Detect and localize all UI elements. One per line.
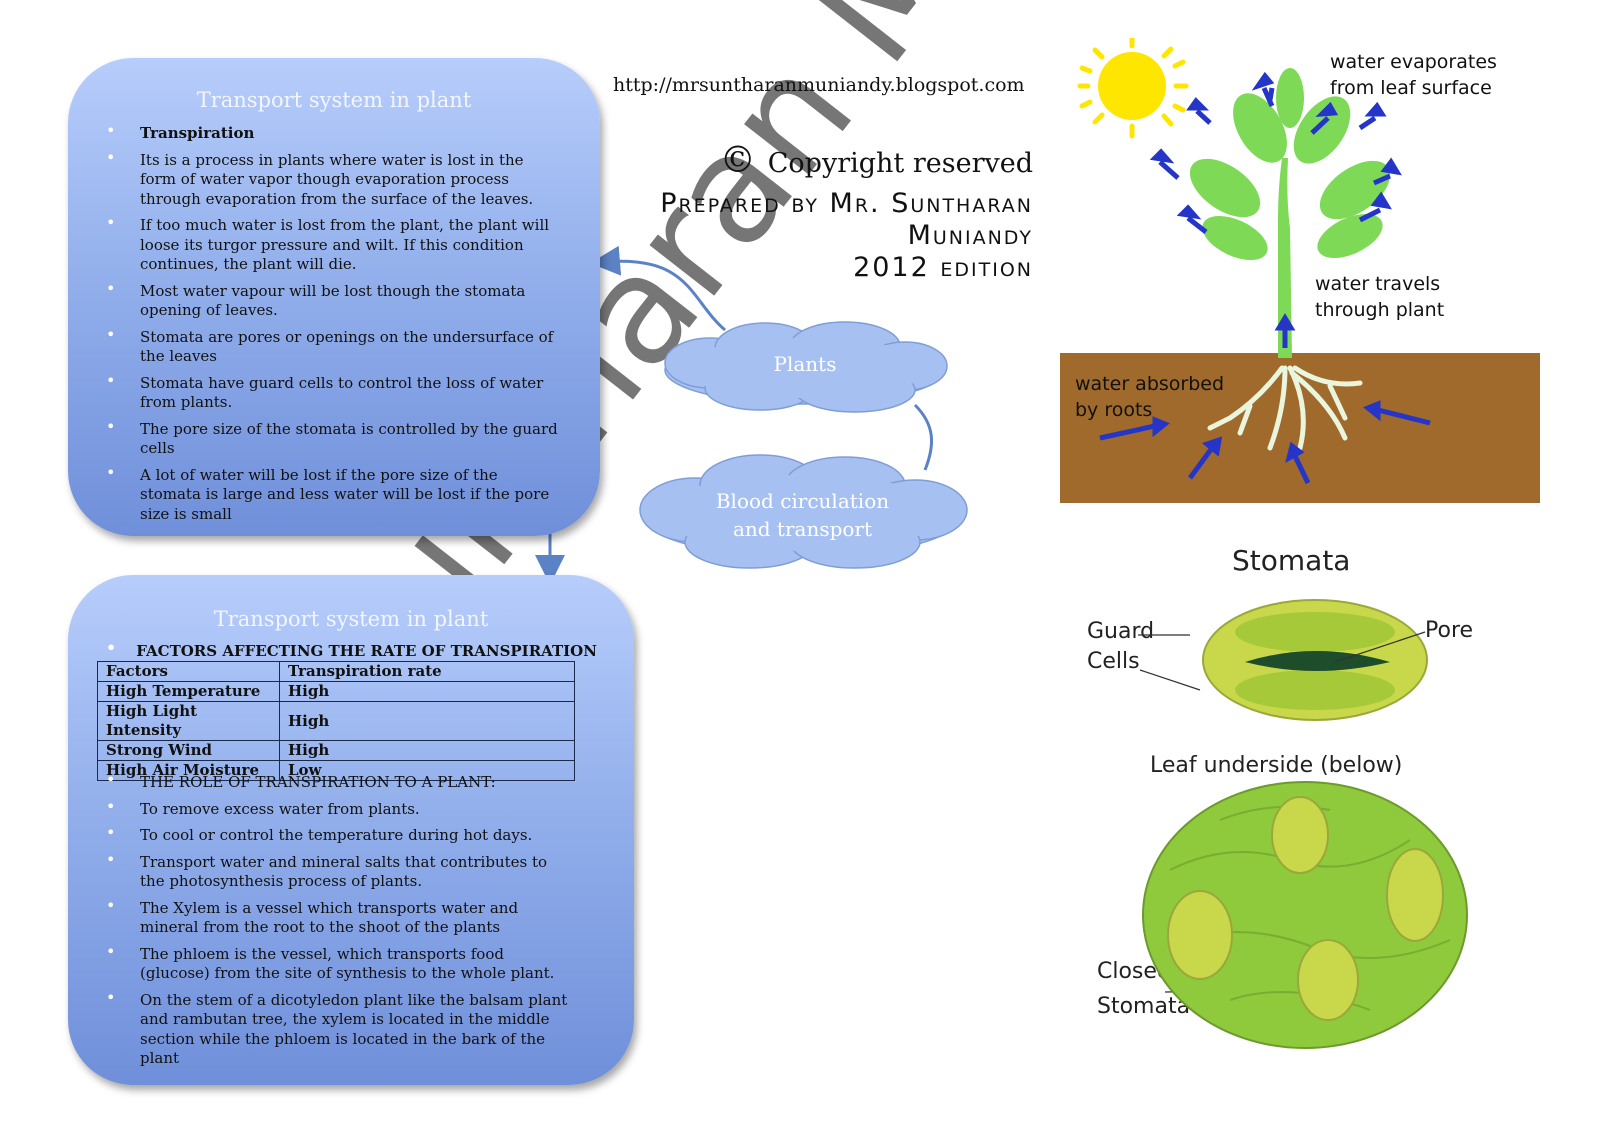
bullet-icon: • [106,416,116,436]
prepared-by-line2: Muniandy [907,220,1033,251]
cloud-blood-line1: Blood circulation [715,489,890,513]
panel2-title: Transport system in plant [213,607,489,631]
copyright-text: Copyright reserved [767,148,1033,179]
bullet-icon: • [106,849,116,869]
list-item: •Transpiration [106,124,561,144]
list-item: •THE ROLE OF TRANSPIRATION TO A PLANT: [106,770,496,791]
bullet-icon: • [106,147,116,167]
label-cells: Cells [1087,649,1140,674]
bullet-icon: • [106,370,116,390]
label-water-travels-2: through plant [1315,299,1444,321]
guard-cells-drawing [1202,599,1428,721]
bullet-icon: • [106,796,116,816]
factors-heading: FACTORS AFFECTING THE RATE OF TRANSPIRAT… [136,642,597,660]
panel1-title: Transport system in plant [196,88,472,112]
blog-url: http://mrsuntharanmuniandy.blogspot.com [613,74,1025,96]
list-item: •A lot of water will be lost if the pore… [106,462,550,523]
table-header-cell: Transpiration rate [279,661,575,682]
table-cell: Strong Wind [97,740,280,761]
edition-label: 2012 edition [853,252,1033,283]
plant-leaves [1189,68,1391,261]
bullet-icon: • [106,941,116,961]
bullet-icon: • [106,823,116,842]
list-item: •Stomata are pores or openings on the un… [106,324,554,366]
label-leaf-underside: Leaf underside (below) [1150,753,1402,778]
list-item: •Transport water and mineral salts that … [106,849,548,891]
table-cell: High Temperature [97,681,280,702]
cloud-plants [664,321,948,413]
bullet-icon: • [106,278,116,298]
panel-transpiration: Transport system in plant •Transpiration… [68,58,600,536]
bullet-icon: • [106,324,116,344]
label-guard: Guard [1087,619,1154,644]
label-water-absorbed-1: water absorbed [1075,373,1224,395]
list-item: •To cool or control the temperature duri… [106,823,533,844]
cloud-blood-label: Blood circulation and transport [630,487,975,543]
plant-stem [1278,158,1292,358]
list-item: •Its is a process in plants where water … [106,147,534,208]
label-stomata: Stomata [1097,994,1190,1019]
table-cell: High [279,740,575,761]
table-row: High Air Moisture Low [97,760,575,781]
stomata-title: Stomata [1232,544,1350,577]
plant-transpiration-figure: water evaporates from leaf surface water… [1060,38,1540,503]
table-cell: High [279,681,575,702]
bullet-icon: • [106,462,116,482]
panel1-bullet-list: •Transpiration •Its is a process in plan… [106,124,561,529]
cloud-plants-label: Plants [773,352,837,376]
bullet-icon: • [106,124,116,140]
water-flow-arrows [1099,71,1431,485]
sun-icon [1077,38,1189,139]
label-water-travels-1: water travels [1315,273,1440,295]
list-item: • The pore size of the stomata is contro… [106,416,558,458]
table-cell: High [279,701,575,741]
cloud-blood-line2: and transport [732,517,873,541]
table-row: Strong Wind High [97,740,575,761]
table-row: High Temperature High [97,681,575,702]
plant-roots [1207,365,1363,451]
table-header-row: Factors Transpiration rate [97,661,575,682]
label-water-absorbed-2: by roots [1075,399,1152,421]
table-cell: High Light Intensity [97,701,280,741]
bullet-icon: • [106,895,116,915]
cloud-blood-circulation [639,454,968,569]
arrow-plants-to-blood [913,403,934,471]
panel2-bullet-list: •THE ROLE OF TRANSPIRATION TO A PLANT: •… [106,770,571,1076]
bullet-icon: • [106,987,116,1007]
table-cell: Low [279,760,575,781]
stomata-figure: Stomata Guard Cells Pore Leaf underside … [1087,544,1473,1049]
table-row: High Light Intensity High [97,701,575,741]
label-water-evaporates-1: water evaporates [1330,51,1497,73]
label-pore: Pore [1425,618,1473,643]
prepared-by-line1: Prepared by Mr. Suntharan [660,188,1033,219]
list-item: •Stomata have guard cells to control the… [106,370,544,412]
factors-table: Factors Transpiration rate High Temperat… [97,661,575,781]
list-item: •The Xylem is a vessel which transports … [106,895,519,937]
panel-transpiration-factors: Transport system in plant • FACTORS AFFEC… [68,575,634,1085]
bullet-icon: • [106,213,116,232]
bullet-icon: • [106,770,116,789]
table-header-cell: Factors [97,661,280,682]
label-water-evaporates-2: from leaf surface [1330,77,1492,99]
copyright-line: © Copyright reserved [720,140,1033,181]
factors-heading-row: • FACTORS AFFECTING THE RATE OF TRANSPIRA… [106,638,597,660]
leaf-underside-drawing [1142,781,1468,1049]
bullet-icon: • [106,638,117,657]
arrow-plants-to-panel1 [590,245,726,332]
list-item: •The phloem is the vessel, which transpo… [106,941,555,983]
list-item: •If too much water is lost from the plan… [106,213,550,273]
table-cell: High Air Moisture [97,760,280,781]
list-item: •Most water vapour will be lost though t… [106,278,526,320]
copyright-icon: © [719,140,756,181]
list-item: •On the stem of a dicotyledon plant like… [106,987,568,1068]
list-item: •To remove excess water from plants. [106,796,420,818]
